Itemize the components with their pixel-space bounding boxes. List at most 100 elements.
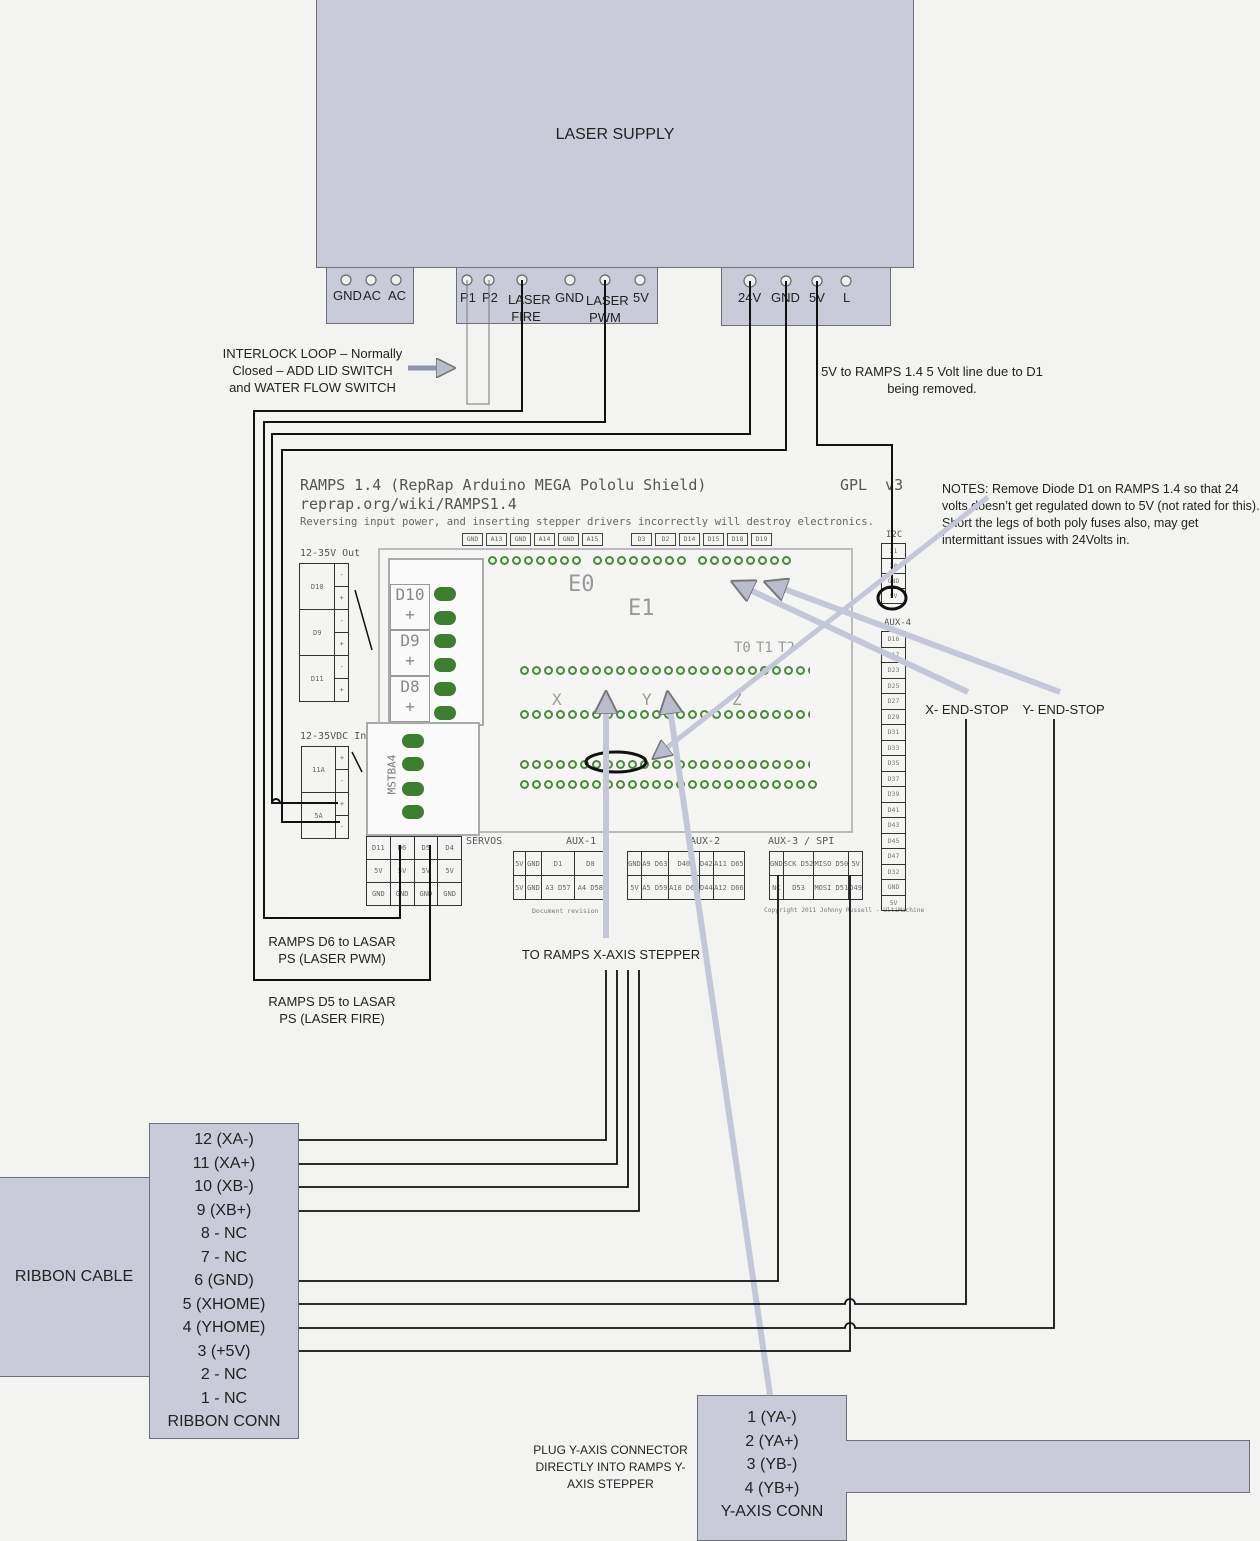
out-d10: D10 bbox=[298, 563, 336, 610]
header-digital: D3 D2 D14 D15 D18 D19 bbox=[631, 533, 772, 546]
servo-pin: 5V bbox=[437, 859, 462, 883]
aux3-pin: 5V bbox=[848, 851, 863, 876]
terminal-d10: D10+ bbox=[390, 584, 430, 630]
ribbon-pin: 2 - NC bbox=[200, 1366, 248, 1383]
p1-label: P1 bbox=[460, 290, 476, 305]
servo-pin: 5V bbox=[366, 859, 391, 883]
pin-header bbox=[698, 556, 791, 565]
header-pin: D19 bbox=[751, 533, 772, 546]
servo-pin: D5 bbox=[413, 836, 439, 860]
out-pin: + bbox=[334, 678, 349, 702]
header-pin: A14 bbox=[534, 533, 555, 546]
terminal-d10-label: D10 bbox=[395, 585, 425, 604]
aux4-pin: D17 bbox=[881, 647, 906, 663]
aux2-label: AUX-2 bbox=[690, 836, 721, 847]
out-pin: - bbox=[334, 609, 349, 633]
servo-pin: 5V bbox=[389, 859, 415, 883]
aux4-pin: D39 bbox=[881, 787, 906, 803]
ac-1-label: AC bbox=[363, 288, 382, 303]
out-d11: D11 bbox=[298, 655, 336, 702]
mega-header-column bbox=[810, 552, 846, 774]
y-endstop-label: Y- END-STOP bbox=[1022, 702, 1105, 717]
in-pin: + bbox=[335, 746, 349, 770]
d1-removal-notes: NOTES: Remove Diode D1 on RAMPS 1.4 so t… bbox=[942, 482, 1260, 547]
servo-pin: GND bbox=[366, 882, 391, 906]
header-pin: A13 bbox=[486, 533, 507, 546]
header-analog: GND A13 GND A14 GND A15 bbox=[462, 533, 603, 546]
x-endstop-label: X- END-STOP bbox=[925, 702, 1009, 717]
out-table: D10- + D9- + D11- + bbox=[298, 563, 349, 702]
aux4-pin: D33 bbox=[881, 740, 906, 756]
pin-header bbox=[593, 556, 686, 565]
y-axis-pin: 2 (YA+) bbox=[745, 1432, 799, 1450]
aux4-pin: D27 bbox=[881, 694, 906, 710]
aux2-pin: A12 D66 bbox=[712, 875, 746, 900]
out-pin: - bbox=[334, 655, 349, 679]
y-axis-connector: 1 (YA-)2 (YA+)3 (YB-)4 (YB+)Y-AXIS CONN bbox=[697, 1395, 847, 1541]
screw-terminal bbox=[434, 682, 456, 696]
servo-pin: D6 bbox=[389, 836, 415, 860]
pin-header bbox=[520, 666, 817, 675]
header-pin: D18 bbox=[727, 533, 748, 546]
mstba4-label: MSTBA4 bbox=[385, 754, 399, 795]
aux2-pin: A5 D59 bbox=[640, 875, 669, 900]
doc-revision: Document revision 2 bbox=[532, 907, 607, 915]
ramps-warning: Reversing input power, and inserting ste… bbox=[300, 516, 875, 528]
power-24v-label: 24V bbox=[738, 290, 762, 305]
screw-terminal bbox=[402, 734, 424, 748]
ribbon-pin: 10 (XB-) bbox=[194, 1178, 254, 1195]
d6-pwm-note: RAMPS D6 to LASAR PS (LASER PWM) bbox=[268, 934, 396, 966]
control-5v-label: 5V bbox=[633, 290, 649, 305]
header-pin: D3 bbox=[631, 533, 652, 546]
ac-2-label: AC bbox=[388, 288, 407, 303]
out-d9: D9 bbox=[298, 609, 336, 656]
aux2-pin: D44 bbox=[698, 875, 714, 900]
aux2-pin: A11 D65 bbox=[712, 851, 746, 876]
aux4-pin: D45 bbox=[881, 833, 906, 849]
aux4-pin: D41 bbox=[881, 802, 906, 818]
servo-pin: 5V bbox=[413, 859, 439, 883]
y-plug-note: PLUG Y-AXIS CONNECTOR DIRECTLY INTO RAMP… bbox=[533, 1443, 688, 1491]
aux4-label: AUX-4 bbox=[884, 618, 912, 628]
i2c-column: 21 20 GND 5V bbox=[881, 543, 906, 604]
i2c-pin: 20 bbox=[881, 559, 906, 574]
aux3-pin: GND bbox=[769, 851, 784, 876]
power-l-label: L bbox=[843, 290, 851, 305]
i2c-pin: 21 bbox=[881, 543, 906, 559]
thermistor-t0: T0 bbox=[734, 640, 751, 656]
screw-terminal bbox=[434, 706, 456, 720]
i2c-label: I2C bbox=[886, 530, 903, 540]
aux4-pin: D29 bbox=[881, 709, 906, 725]
ribbon-pin: 11 (XA+) bbox=[192, 1154, 256, 1172]
in-label: 12-35VDC In bbox=[300, 731, 367, 742]
aux3-pin: MISO D50 bbox=[813, 851, 850, 876]
ribbon-cable: RIBBON CABLE bbox=[0, 1177, 151, 1377]
y-axis-pin: 4 (YB+) bbox=[744, 1479, 800, 1497]
servo-pin: GND bbox=[437, 882, 462, 906]
aux1-pin: D0 bbox=[573, 851, 608, 876]
servo-pin: D4 bbox=[437, 836, 462, 860]
aux3-pin: SCK D52 bbox=[782, 851, 815, 876]
screw-terminal bbox=[434, 658, 456, 672]
laser-fire-label: LASER FIRE bbox=[508, 292, 551, 324]
aux3-pin: D53 bbox=[782, 875, 815, 900]
ribbon-pin: 5 (XHOME) bbox=[182, 1295, 266, 1313]
screw-terminal bbox=[402, 805, 424, 819]
laser-pwm-label: LASER PWM bbox=[586, 293, 629, 325]
driver-e1-label: E1 bbox=[628, 596, 655, 621]
ramps-pcb: D10+ D9+ D8+ MSTBA4 E0 E1 X Y Z T0 T1 T2 bbox=[366, 548, 853, 836]
d5-fire-note: RAMPS D5 to LASAR PS (LASER FIRE) bbox=[268, 994, 396, 1026]
ribbon-pin: 9 (XB+) bbox=[196, 1201, 252, 1219]
ribbon-pin: 6 (GND) bbox=[194, 1272, 254, 1289]
interlock-note: INTERLOCK LOOP – Normally Closed – ADD L… bbox=[222, 346, 403, 395]
header-pin: GND bbox=[558, 533, 579, 546]
pin-header bbox=[520, 760, 817, 769]
aux4-pin: D43 bbox=[881, 818, 906, 834]
ribbon-pin: 1 - NC bbox=[200, 1389, 248, 1407]
ac-gnd-label: GND bbox=[333, 288, 362, 303]
